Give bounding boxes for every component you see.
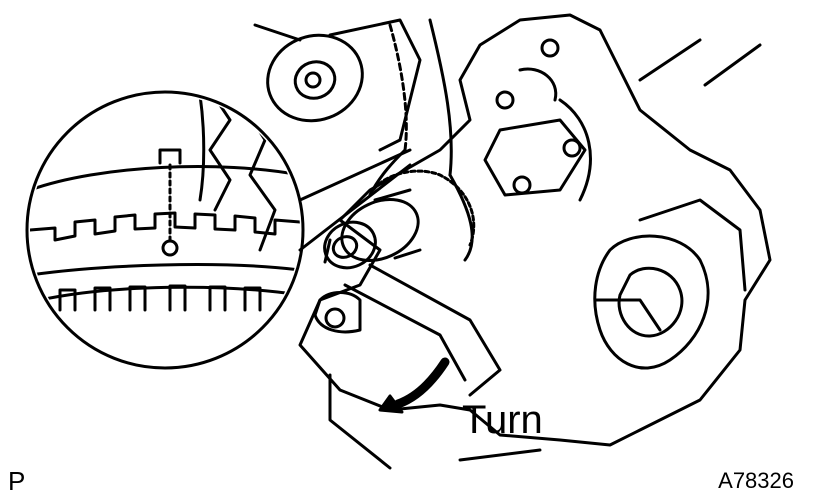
engine-housing xyxy=(298,13,772,470)
timing-belt xyxy=(368,148,476,262)
magnified-inset xyxy=(25,90,412,370)
turn-label: Turn xyxy=(462,398,543,442)
upper-pulley xyxy=(253,18,453,177)
corner-label: P xyxy=(8,466,26,496)
curved-arrow-icon xyxy=(378,357,450,414)
tool-arm xyxy=(313,263,502,397)
figure-id: A78326 xyxy=(718,468,794,493)
tensioner-pulley xyxy=(323,188,422,270)
